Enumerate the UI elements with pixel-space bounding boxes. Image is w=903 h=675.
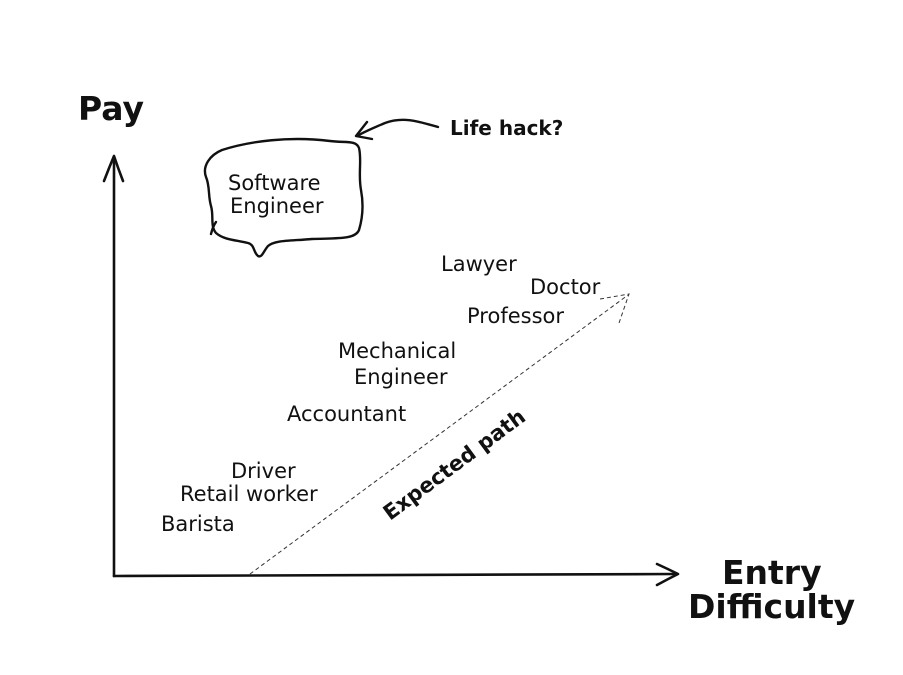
job-label-barista: Barista bbox=[161, 512, 235, 536]
callout-arrowhead bbox=[354, 120, 374, 141]
highlight-cloud bbox=[203, 137, 364, 258]
job-label-retail-worker: Retail worker bbox=[180, 482, 318, 506]
job-label-lawyer: Lawyer bbox=[441, 252, 517, 276]
job-label-mechanical-line2: Engineer bbox=[354, 365, 448, 389]
expected-path-arrow bbox=[249, 293, 630, 575]
callout-label: Life hack? bbox=[450, 116, 563, 140]
x-axis-arrowhead bbox=[655, 562, 680, 587]
job-label-driver: Driver bbox=[231, 459, 296, 483]
callout-arrow-line bbox=[355, 118, 440, 138]
x-axis bbox=[112, 562, 680, 587]
expected-path-line bbox=[249, 294, 629, 575]
job-label-professor: Professor bbox=[467, 304, 564, 328]
callout-arrow bbox=[354, 118, 440, 141]
highlight-label-line2: Engineer bbox=[230, 194, 324, 218]
y-axis-arrowhead bbox=[102, 154, 125, 183]
y-axis bbox=[102, 154, 125, 578]
y-axis-title: Pay bbox=[78, 89, 144, 128]
x-axis-title-line1: Entry bbox=[722, 553, 822, 592]
job-label-doctor: Doctor bbox=[530, 275, 601, 299]
x-axis-line bbox=[112, 572, 678, 578]
job-label-accountant: Accountant bbox=[287, 402, 406, 426]
highlight-label-line1: Software bbox=[228, 171, 321, 195]
highlight-cloud-tail bbox=[209, 220, 218, 236]
job-label-mechanical-line1: Mechanical bbox=[338, 339, 456, 363]
x-axis-title-line2: Difficulty bbox=[688, 587, 855, 626]
expected-path-arrowhead bbox=[599, 293, 630, 324]
